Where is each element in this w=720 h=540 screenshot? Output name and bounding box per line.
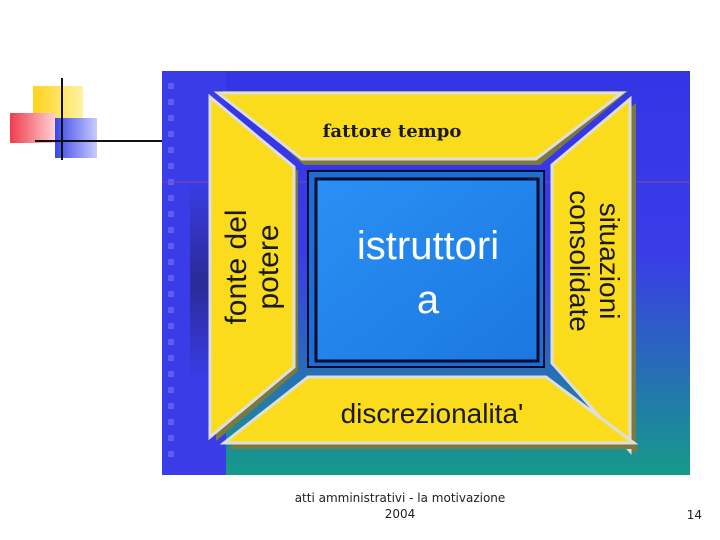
top-trapezoid [213, 91, 627, 161]
center-box [314, 177, 540, 363]
right-trapezoid [550, 95, 632, 455]
left-strip-dots [168, 83, 174, 457]
footer-line2: 2004 [384, 507, 416, 521]
bottom-trapezoid [219, 375, 639, 445]
left-label-line1: fonte del [220, 209, 253, 324]
bottom-label: discrezionalita' [341, 398, 524, 429]
footer-caption: atti amministrativi - la motivazione 200… [270, 490, 530, 522]
footer-line1: atti amministrativi - la motivazione [294, 491, 506, 505]
right-label-line1: situazioni [594, 203, 625, 320]
left-label-line2: potere [252, 224, 285, 309]
center-label-line2: a [417, 278, 440, 322]
left-trapezoid [208, 93, 296, 441]
page-number: 14 [686, 508, 702, 522]
top-label: fattore tempo [323, 121, 462, 142]
right-label-line2: consolidate [564, 190, 595, 332]
logo-graphic [10, 78, 170, 160]
logo-red-square [10, 113, 55, 143]
center-label-line1: istruttori [357, 224, 499, 268]
diagram-canvas: fattore tempo istruttori a discrezionali… [162, 71, 690, 475]
